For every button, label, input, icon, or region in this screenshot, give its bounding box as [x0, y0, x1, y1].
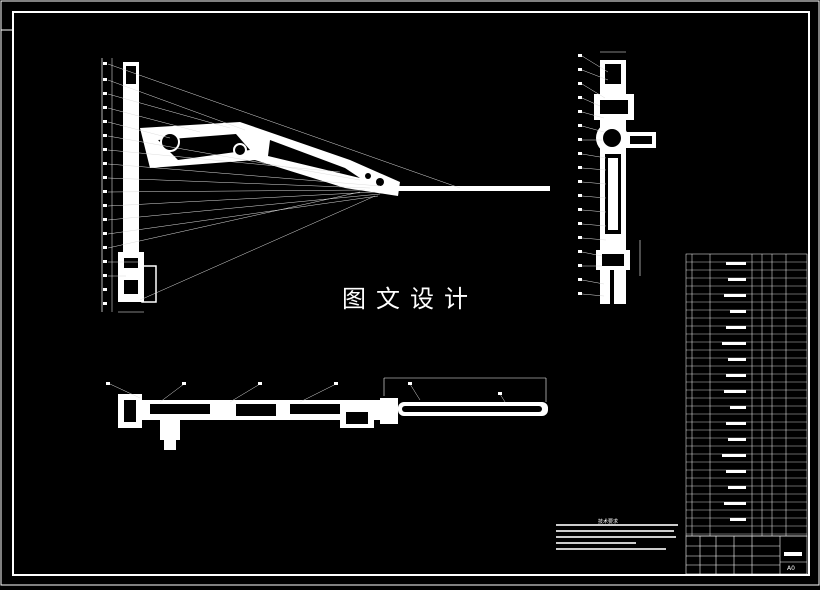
title-block — [685, 535, 808, 575]
side-view — [578, 51, 656, 304]
parts-list-table — [685, 253, 808, 537]
bom-fill-marks — [722, 262, 746, 521]
watermark-text: 图文设计 — [342, 285, 478, 313]
inner-border — [12, 11, 810, 576]
notes-title: 技术要求 — [598, 519, 619, 525]
sheet-number: A0 — [787, 565, 795, 572]
front-view — [101, 58, 550, 313]
top-view — [106, 377, 548, 450]
technical-notes — [556, 524, 678, 550]
